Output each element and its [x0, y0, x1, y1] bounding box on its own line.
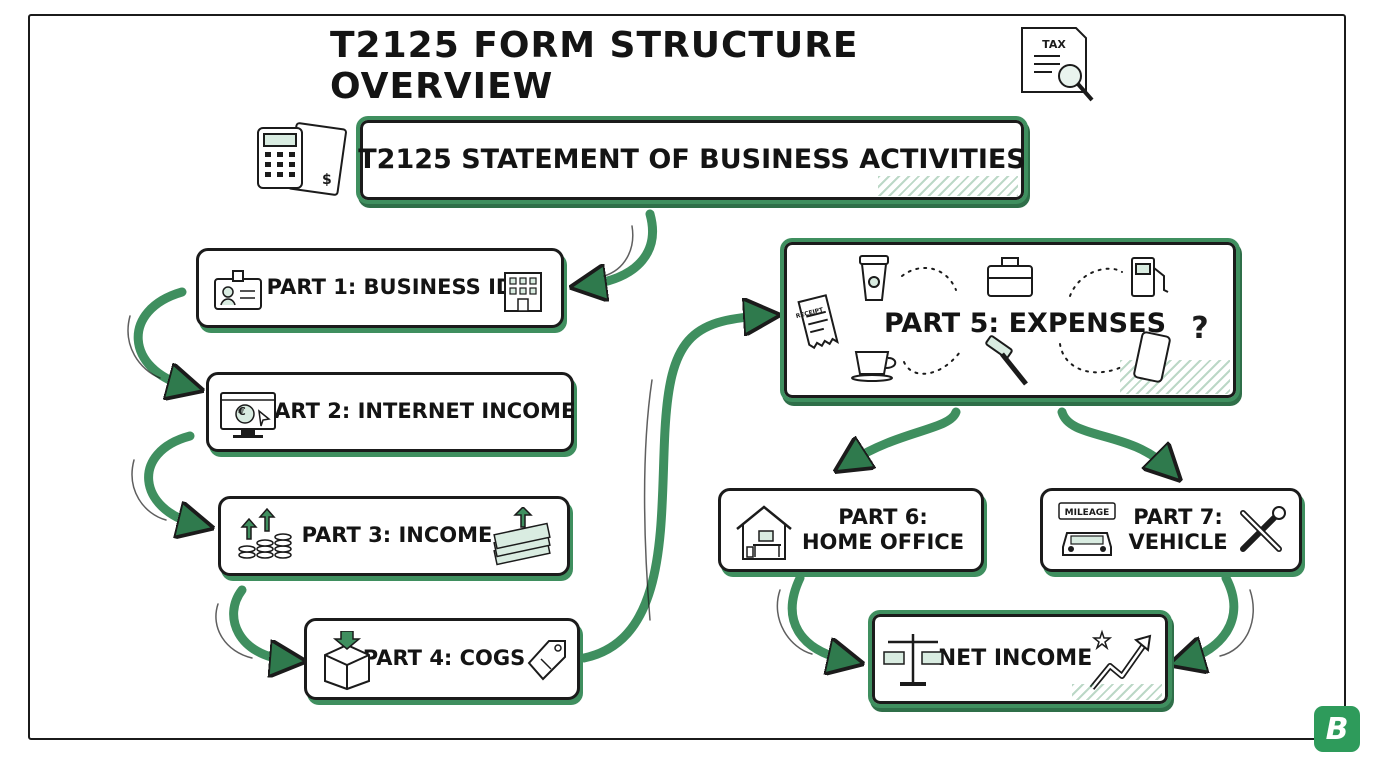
home-office-icon [736, 505, 792, 560]
arrow-part5-to-part7 [1057, 407, 1168, 468]
arrow-part7-to-net [1186, 573, 1239, 660]
part6-node: PART 6: HOME OFFICE [718, 488, 984, 572]
mileage-label: MILEAGE [1065, 508, 1110, 518]
mileage-car-icon: MILEAGE [1058, 502, 1116, 556]
part6-label-line2: HOME OFFICE [801, 530, 965, 554]
part7-label-line2: VEHICLE [1128, 530, 1228, 554]
coins-growth-icon [238, 507, 292, 559]
cash-stack-icon [493, 507, 551, 566]
diagram-frame [28, 14, 1346, 740]
part6-label: PART 6: HOME OFFICE [802, 505, 964, 555]
net-income-node: NET INCOME [868, 610, 1172, 708]
arrow-part2-to-part3 [144, 431, 196, 524]
arrow-statement-to-part1 [588, 209, 657, 285]
part7-label: PART 7: VEHICLE [1128, 505, 1227, 555]
part1-label: PART 1: BUSINESS ID [266, 275, 514, 300]
net-income-label: NET INCOME [937, 645, 1093, 671]
part3-node: PART 3: INCOME [218, 496, 570, 576]
building-icon [504, 272, 542, 312]
price-tag-icon [527, 640, 566, 681]
growth-arrow-icon [1089, 629, 1152, 690]
part6-label-line1: PART 6: [838, 504, 928, 529]
part5-hatch [1120, 360, 1230, 394]
dollar-label: $ [322, 172, 332, 188]
part3-label: PART 3: INCOME [301, 523, 493, 548]
statement-label: T2125 STATEMENT OF BUSINESS ACTIVITIES [358, 143, 1026, 175]
net-income-hatch [1072, 684, 1162, 700]
arrow-part3-to-part4 [229, 585, 288, 660]
part4-label: PART 4: COGS [362, 646, 526, 671]
box-icon [324, 631, 370, 691]
calculator-document-icon [257, 122, 347, 196]
arrow-part6-to-net [787, 573, 846, 660]
part2-label: PART 2: INTERNET INCOME [260, 399, 576, 424]
part5-label: PART 5: EXPENSES [884, 308, 1167, 339]
brand-logo: B [1314, 706, 1360, 752]
wrench-screwdriver-icon [1240, 506, 1286, 552]
part1-node: PART 1: BUSINESS ID [196, 248, 564, 328]
arrow-part4-to-part5 [579, 316, 762, 663]
part5-node: PART 5: EXPENSES [780, 238, 1240, 402]
part4-node: PART 4: COGS [304, 618, 580, 700]
arrow-part1-to-part2 [133, 287, 186, 386]
tax-label: TAX [1042, 38, 1066, 51]
arrow-part5-to-part6 [850, 407, 961, 462]
statement-hatch [878, 176, 1018, 196]
part2-node: PART 2: INTERNET INCOME [206, 372, 576, 452]
tax-document-icon [1021, 27, 1094, 102]
statement-node: T2125 STATEMENT OF BUSINESS ACTIVITIES [356, 116, 1028, 204]
id-card-icon [214, 270, 262, 310]
balance-scale-icon [883, 634, 943, 686]
part7-label-line1: PART 7: [1133, 504, 1223, 529]
computer-euro-icon [220, 392, 276, 438]
part7-node: MILEAGE PART 7: VEHICLE [1040, 488, 1302, 572]
